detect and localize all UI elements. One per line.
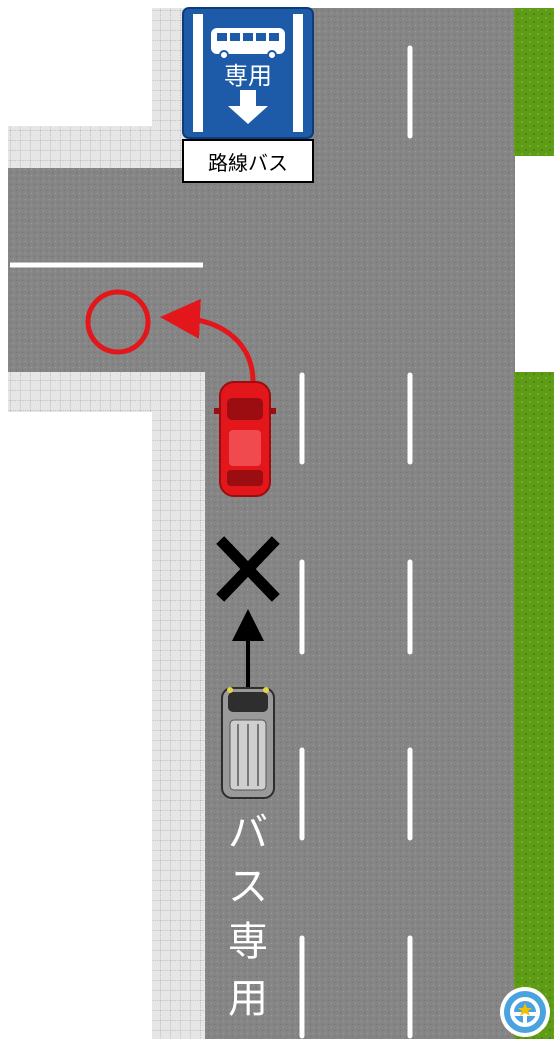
side-road — [8, 168, 212, 372]
sidewalk — [8, 8, 208, 1039]
gray-car — [222, 687, 274, 798]
sign-plate: 路線バス — [183, 140, 313, 182]
grass-median — [514, 8, 554, 1039]
road-marking-char: ス — [228, 864, 268, 910]
steering-wheel-logo — [500, 987, 550, 1037]
sign-plate-text: 路線バス — [208, 151, 288, 175]
road-marking-char: 用 — [228, 976, 268, 1022]
road-marking-char: バ — [228, 810, 268, 856]
road-marking-char: 専 — [228, 919, 268, 965]
bus-only-sign: 専用 — [183, 8, 313, 138]
sign-main-text: 専用 — [224, 62, 272, 90]
red-car — [214, 382, 276, 496]
